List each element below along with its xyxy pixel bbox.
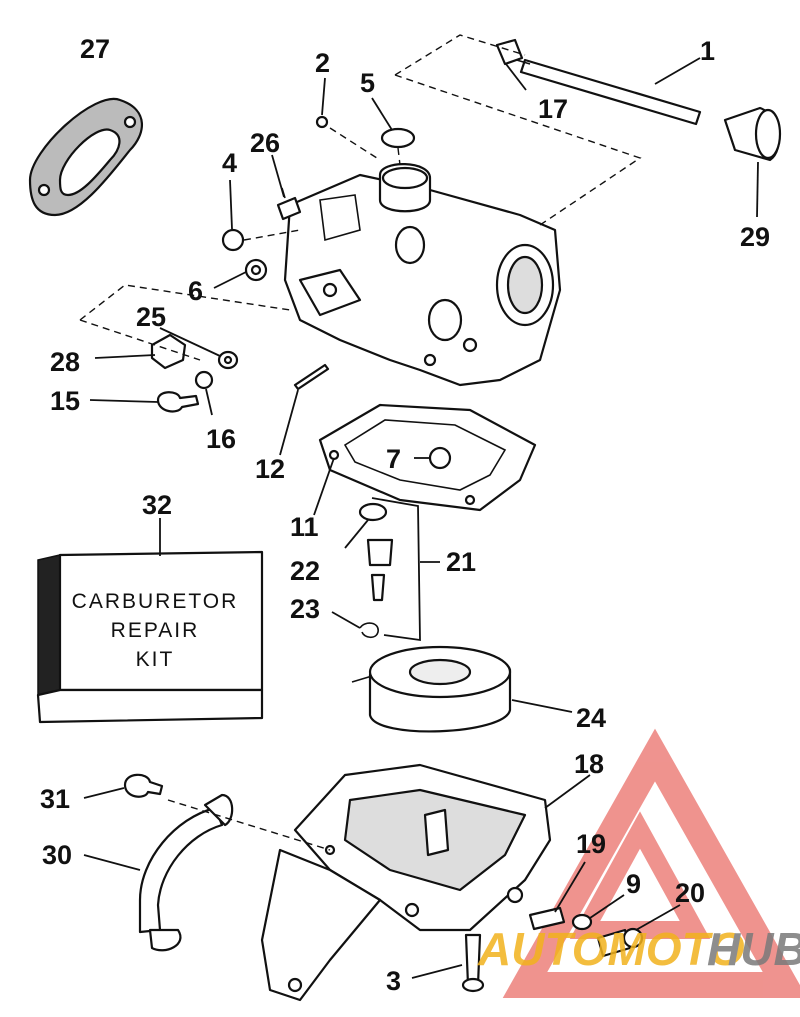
- part-26-screw: [276, 187, 302, 221]
- callout-7: 7: [386, 444, 401, 474]
- callout-3: 3: [386, 966, 401, 996]
- callout-25: 25: [136, 302, 166, 332]
- part-25-washer: [217, 350, 239, 370]
- part-24-float: [351, 645, 512, 733]
- callout-31: 31: [40, 784, 70, 814]
- callout-29: 29: [740, 222, 770, 252]
- callout-16: 16: [206, 424, 236, 454]
- callout-27: 27: [80, 34, 110, 64]
- callout-6: 6: [188, 276, 203, 306]
- part-12-pin: [293, 363, 330, 391]
- callout-5: 5: [360, 68, 375, 98]
- part-29-knob: [723, 106, 782, 162]
- part-carburetor-body: [283, 163, 562, 387]
- callout-23: 23: [290, 594, 320, 624]
- callout-30: 30: [42, 840, 72, 870]
- callout-19: 19: [576, 829, 606, 859]
- callout-28: 28: [50, 347, 80, 377]
- callout-22: 22: [290, 556, 320, 586]
- kit-label-line3: KIT: [136, 648, 175, 671]
- callout-1: 1: [700, 36, 715, 66]
- callout-numbers: 1 2 3 4 5 6 7 9 11 12 15 16 17 18 19 20 …: [40, 34, 770, 996]
- part-31-screw: [123, 773, 164, 798]
- callout-32: 32: [142, 490, 172, 520]
- watermark-logo: [502, 728, 800, 998]
- part-2-ball: [315, 115, 329, 129]
- part-28-nut: [150, 333, 187, 370]
- callout-18: 18: [574, 749, 604, 779]
- alignment-lines: [79, 34, 642, 851]
- part-7-clip: [428, 446, 452, 470]
- part-19-jet: [528, 906, 566, 931]
- kit-label-line1: CARBURETOR: [72, 590, 239, 613]
- part-30-strap: [138, 793, 234, 952]
- part-5-plug: [380, 127, 416, 149]
- callout-17: 17: [538, 94, 568, 124]
- watermark-text: AUTOMOTO HUB: [477, 923, 800, 975]
- callout-4: 4: [222, 148, 237, 178]
- callout-26: 26: [250, 128, 280, 158]
- part-6-lockwasher: [244, 258, 268, 282]
- part-23-clip: [359, 622, 379, 639]
- callout-20: 20: [675, 878, 705, 908]
- part-3-screw: [461, 933, 485, 993]
- part-17-packing-nut: [495, 38, 524, 66]
- kit-label-line2: REPAIR: [111, 619, 200, 642]
- watermark-text-b: HUB: [707, 923, 800, 975]
- callout-24: 24: [576, 703, 606, 733]
- callout-12: 12: [255, 454, 285, 484]
- part-15-screw: [156, 391, 200, 413]
- callout-9: 9: [626, 869, 641, 899]
- part-21-needle-seat: [366, 538, 394, 602]
- part-22-washer: [358, 502, 388, 522]
- part-27-gasket: [28, 97, 143, 217]
- part-9-washer: [571, 913, 593, 931]
- leader-lines: [83, 57, 759, 979]
- callout-21: 21: [446, 547, 476, 577]
- part-18-float-bowl: [260, 763, 552, 1002]
- part-4-o-ring: [221, 228, 245, 252]
- callout-2: 2: [315, 48, 330, 78]
- callout-11: 11: [290, 512, 319, 542]
- part-16-washer: [194, 370, 214, 390]
- callout-15: 15: [50, 386, 80, 416]
- part-20-plug: [596, 927, 644, 958]
- part-32-repair-kit: CARBURETOR REPAIR KIT: [36, 518, 264, 724]
- watermark-text-a: AUTOMOTO: [477, 923, 745, 975]
